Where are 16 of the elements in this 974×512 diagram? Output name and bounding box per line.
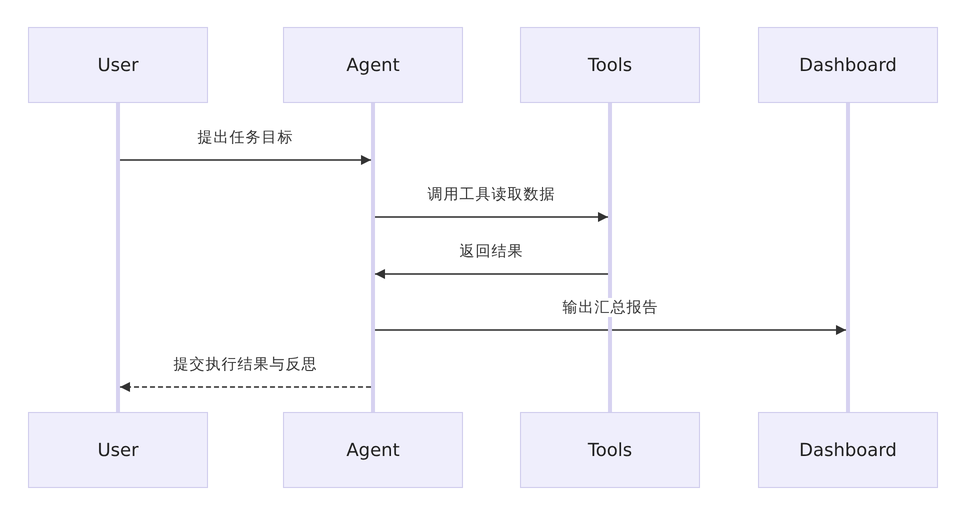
lifeline xyxy=(846,103,850,412)
arrow xyxy=(375,212,608,222)
arrow xyxy=(375,325,846,335)
participant-box: User xyxy=(28,27,208,103)
participant-box: Dashboard xyxy=(758,27,938,103)
participant-box: Tools xyxy=(520,412,700,488)
arrow xyxy=(120,382,371,392)
arrow xyxy=(120,155,371,165)
participant-box: Tools xyxy=(520,27,700,103)
arrow xyxy=(375,269,608,279)
participant-box: Agent xyxy=(283,27,463,103)
participant-box: Dashboard xyxy=(758,412,938,488)
lifeline xyxy=(371,103,375,412)
lifeline xyxy=(116,103,120,412)
participant-box: User xyxy=(28,412,208,488)
participant-box: Agent xyxy=(283,412,463,488)
